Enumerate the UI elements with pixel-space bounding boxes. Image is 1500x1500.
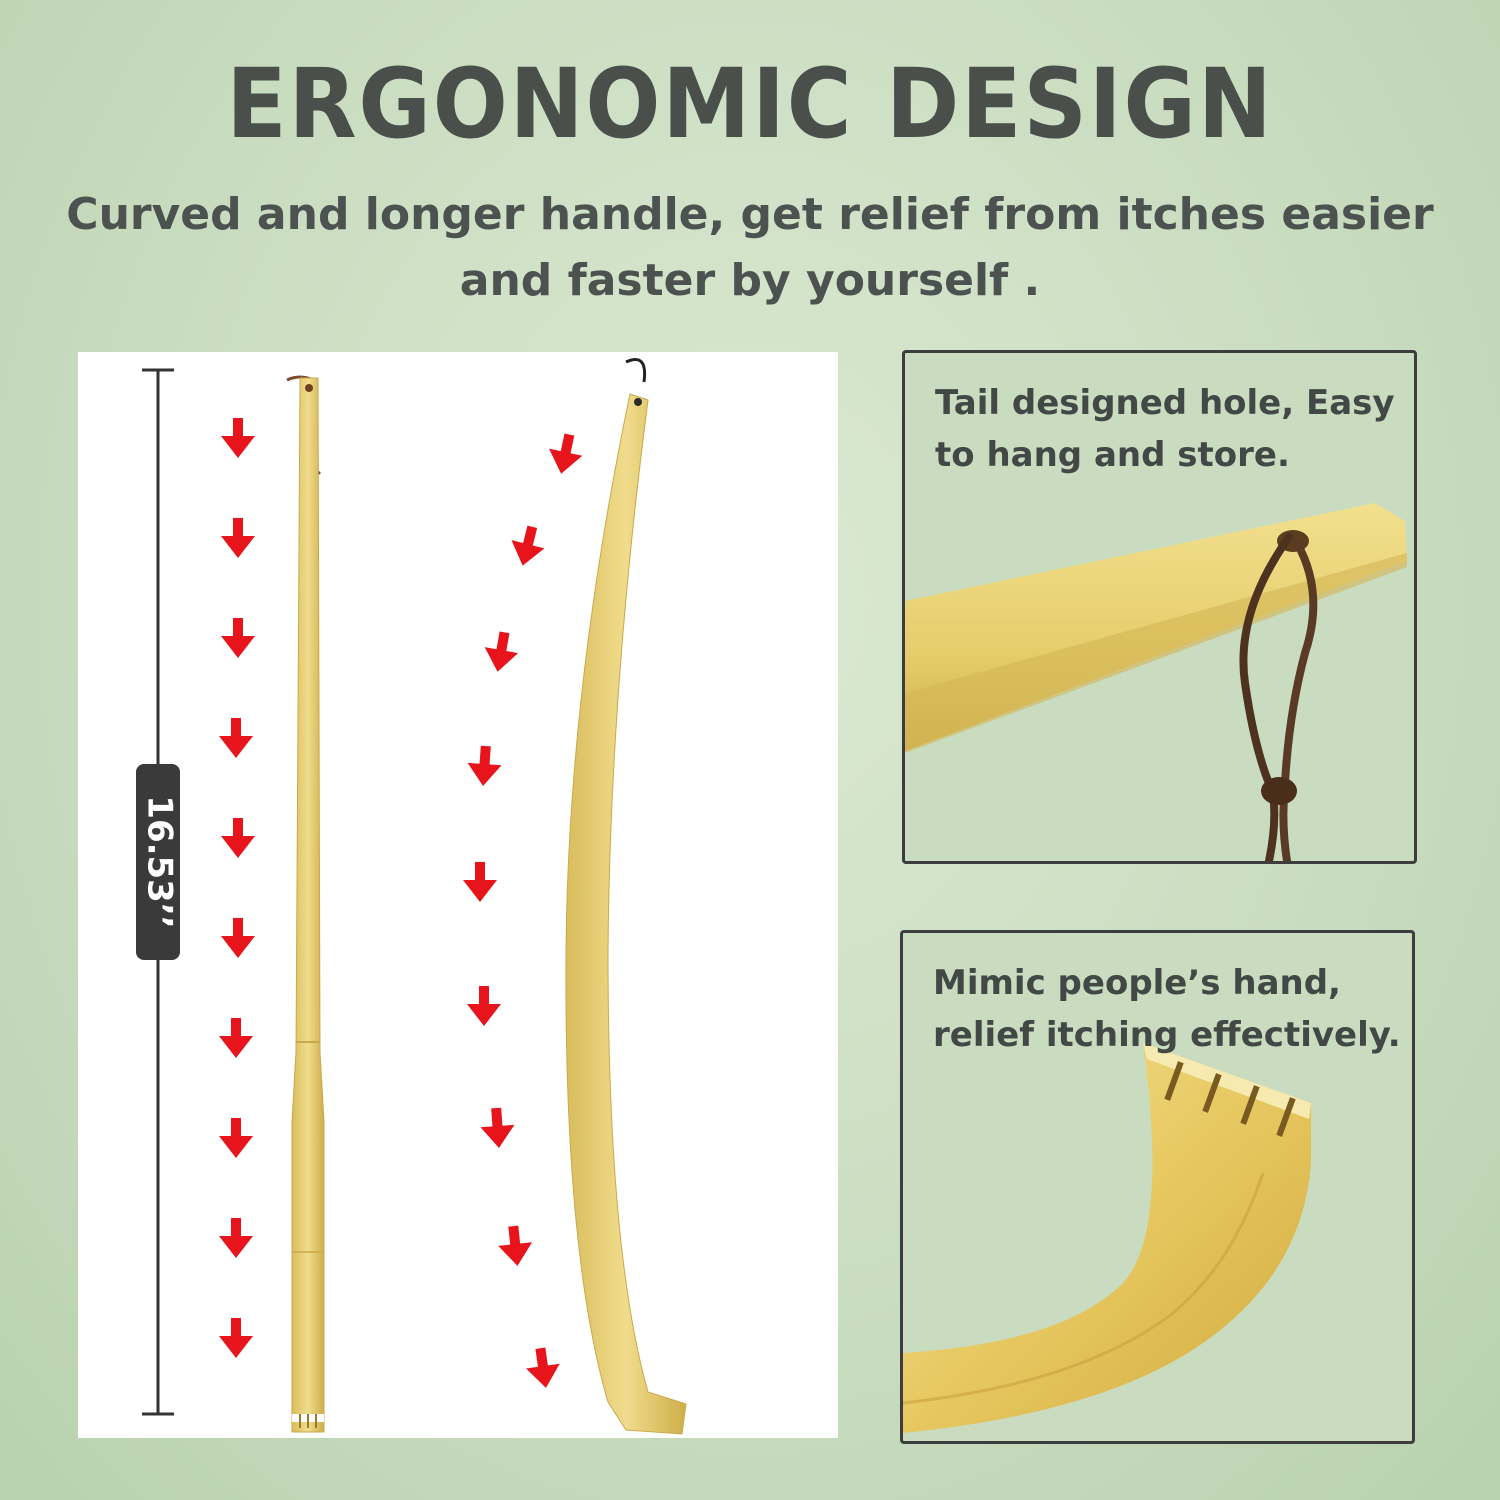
- curved-back-scratcher: [565, 358, 687, 1435]
- hanging-hole-illustration: [905, 503, 1407, 861]
- length-badge: 16.53’’: [136, 764, 180, 960]
- length-label: 16.53’’: [140, 795, 180, 928]
- hanging-hole-detail: Tail designed hole, Easy to hang and sto…: [902, 350, 1417, 864]
- product-panel: 16.53’’: [78, 352, 838, 1438]
- subheadline: Curved and longer handle, get relief fro…: [66, 189, 1434, 306]
- product-illustration: 16.53’’: [136, 358, 687, 1435]
- scratcher-head-illustration: [903, 1043, 1311, 1433]
- headline: ERGONOMIC DESIGN: [226, 48, 1274, 160]
- scratcher-head-detail: Mimic people’s hand, relief itching effe…: [900, 930, 1415, 1444]
- scratcher-head-caption: Mimic people’s hand, relief itching effe…: [933, 963, 1401, 1055]
- pressure-arrows-left: [219, 418, 255, 1358]
- straight-back-scratcher: [286, 375, 325, 1433]
- hanging-hole-caption: Tail designed hole, Easy to hang and sto…: [935, 383, 1395, 475]
